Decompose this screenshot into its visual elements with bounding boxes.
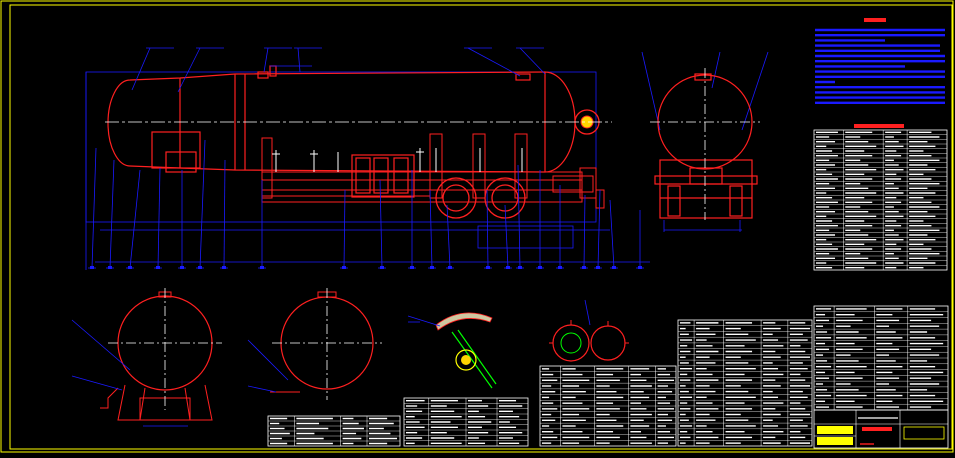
- technical-requirements: [815, 18, 945, 105]
- part-balloon: [128, 266, 132, 269]
- part-balloon: [108, 266, 112, 269]
- part-balloon: [410, 266, 414, 269]
- part-balloon: [448, 266, 452, 269]
- specification-tables: [267, 18, 949, 449]
- side-elevation-view: [85, 47, 650, 270]
- parts-list-1: [267, 415, 401, 447]
- wheel-icon: [435, 177, 526, 219]
- valve-icon: [407, 312, 497, 389]
- section-view-b: [247, 288, 382, 400]
- part-balloon: [342, 266, 346, 269]
- part-balloon: [380, 266, 384, 269]
- technical-requirements-title: [864, 18, 886, 22]
- title-block-name: [862, 427, 892, 431]
- part-balloon: [582, 266, 586, 269]
- end-view: [641, 51, 769, 232]
- title-block: [813, 409, 949, 449]
- part-balloons: [90, 266, 642, 269]
- part-balloon: [90, 266, 94, 269]
- parts-list-3: [539, 365, 677, 447]
- parameter-table-title: [854, 124, 904, 128]
- part-balloon: [518, 266, 522, 269]
- part-balloon: [222, 266, 226, 269]
- part-balloon: [486, 266, 490, 269]
- part-balloon: [260, 266, 264, 269]
- parameter-table: [813, 129, 948, 271]
- parts-list-5: [813, 305, 949, 411]
- parts-list-2: [403, 397, 529, 447]
- part-balloon: [198, 266, 202, 269]
- part-balloon: [506, 266, 510, 269]
- part-balloon: [596, 266, 600, 269]
- part-balloon: [612, 266, 616, 269]
- part-balloon: [180, 266, 184, 269]
- part-balloon: [638, 266, 642, 269]
- parts-list-4: [677, 319, 813, 447]
- part-balloon: [538, 266, 542, 269]
- part-balloon: [558, 266, 562, 269]
- part-balloon: [430, 266, 434, 269]
- flange-detail: [549, 299, 629, 362]
- section-view-a: [71, 288, 222, 427]
- part-balloon: [156, 266, 160, 269]
